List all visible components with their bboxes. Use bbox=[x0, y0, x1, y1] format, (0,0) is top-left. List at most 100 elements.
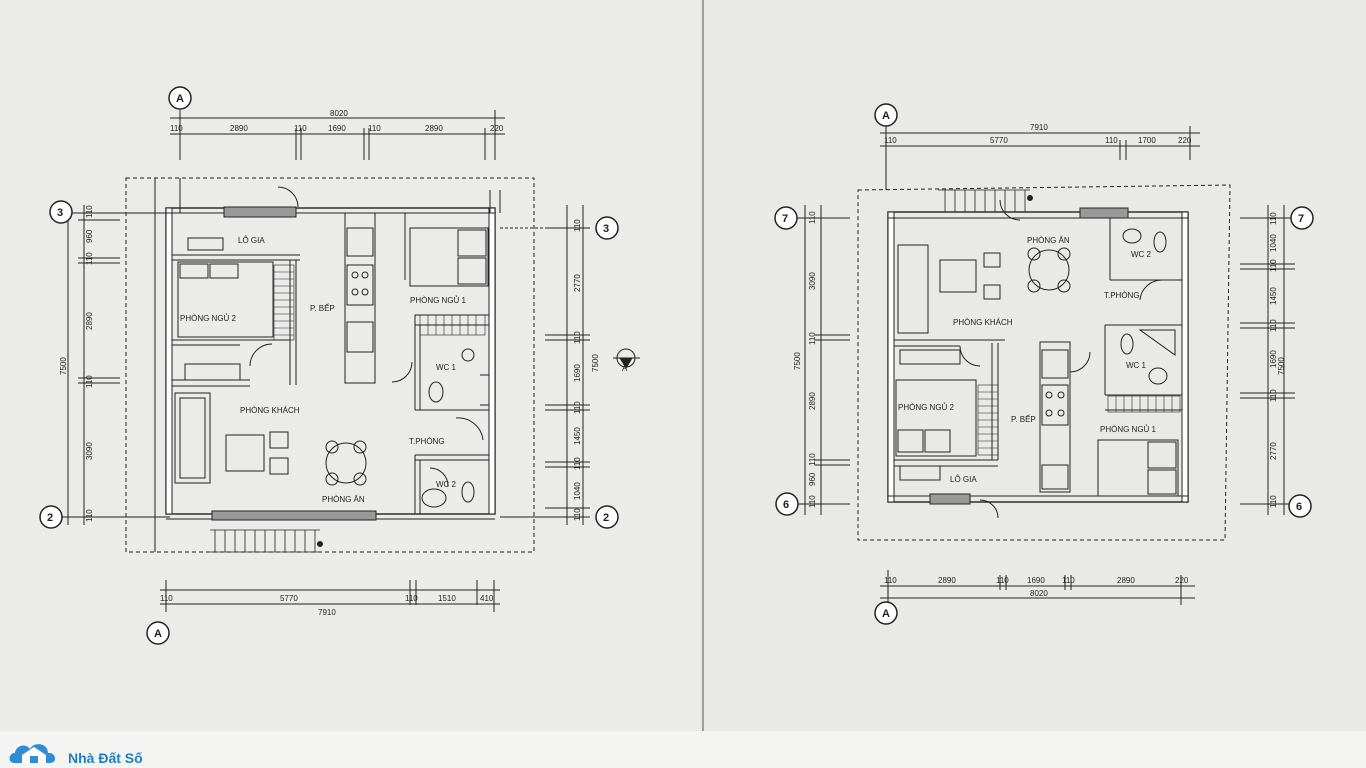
dim-r-top-1: 5770 bbox=[990, 136, 1008, 145]
dim-bottom-4: 410 bbox=[480, 594, 494, 603]
room-bedroom1-left: PHÒNG NGỦ 1 bbox=[410, 296, 467, 305]
room-logia-right: LÔ GIA bbox=[950, 475, 977, 484]
dim-r-left-0: 110 bbox=[808, 211, 817, 224]
dim-r-top-total: 7910 bbox=[1030, 123, 1048, 132]
right-axis-bubbles: A A 7 7 6 6 bbox=[774, 103, 1314, 625]
left-axis-bubbles: A A 3 3 2 2 A bbox=[39, 86, 628, 645]
dim-r-right-4: 110 bbox=[1269, 319, 1278, 332]
dim-r-left-1: 3090 bbox=[808, 272, 817, 290]
dim-right-3: 1690 bbox=[573, 364, 582, 382]
dim-r-left-2: 110 bbox=[808, 332, 817, 345]
dim-top-1: 2890 bbox=[230, 124, 248, 133]
section-mark-label: A bbox=[622, 364, 628, 373]
dim-r-top-3: 1700 bbox=[1138, 136, 1156, 145]
dim-r-right-2: 110 bbox=[1269, 259, 1278, 272]
axis-label-6-left: 6 bbox=[783, 499, 789, 511]
left-room-labels: LÔ GIA PHÒNG NGỦ 2 P. BẾP PHÒNG NGỦ 1 WC… bbox=[180, 236, 467, 504]
dim-bottom-2: 110 bbox=[405, 594, 418, 603]
dim-r-top-0: 110 bbox=[884, 136, 897, 145]
dim-right-4: 110 bbox=[573, 401, 582, 414]
dim-bottom-0: 110 bbox=[160, 594, 173, 603]
left-dimensions: 8020 110 2890 110 1690 110 2890 220 110 … bbox=[59, 109, 600, 617]
dim-r-right-7: 2770 bbox=[1269, 442, 1278, 460]
axis-label-a-bottom-right: A bbox=[882, 608, 890, 620]
room-logia-left: LÔ GIA bbox=[238, 236, 265, 245]
dim-r-left-6: 110 bbox=[808, 495, 817, 508]
room-wc2-right: WC 2 bbox=[1131, 250, 1152, 259]
dim-r-bottom-3: 1690 bbox=[1027, 576, 1045, 585]
dim-r-right-1: 1040 bbox=[1269, 234, 1278, 252]
dim-r-right-total: 7500 bbox=[1277, 357, 1286, 375]
axis-label-6-right: 6 bbox=[1296, 501, 1302, 513]
dim-left-6: 110 bbox=[85, 509, 94, 522]
right-floor-plan bbox=[796, 126, 1295, 610]
dim-bottom-1: 5770 bbox=[280, 594, 298, 603]
dim-r-left-total: 7500 bbox=[793, 352, 802, 370]
dim-top-2: 110 bbox=[294, 124, 307, 133]
dim-r-right-5: 1690 bbox=[1269, 350, 1278, 368]
dim-bottom-total: 7910 bbox=[318, 608, 336, 617]
room-kitchen-left: P. BẾP bbox=[310, 303, 335, 313]
dim-left-2: 110 bbox=[85, 252, 94, 265]
room-living-right: PHÒNG KHÁCH bbox=[953, 318, 1013, 327]
dim-top-3: 1690 bbox=[328, 124, 346, 133]
dim-r-right-0: 110 bbox=[1269, 212, 1278, 225]
dim-right-1: 2770 bbox=[573, 274, 582, 292]
room-hall-left: T.PHÒNG bbox=[409, 437, 445, 446]
room-bedroom2-right: PHÒNG NGỦ 2 bbox=[898, 403, 955, 412]
axis-label-a-bottom: A bbox=[154, 628, 162, 640]
dim-top-4: 110 bbox=[368, 124, 381, 133]
house-cloud-logo-icon bbox=[9, 744, 56, 763]
right-room-labels: PHÒNG ĂN WC 2 T.PHÒNG PHÒNG KHÁCH WC 1 P… bbox=[898, 236, 1157, 484]
dim-r-top-4: 220 bbox=[1178, 136, 1192, 145]
watermark-bar: Nhà Đất Số bbox=[0, 731, 1366, 768]
dim-left-4: 110 bbox=[85, 375, 94, 388]
dim-right-5: 1450 bbox=[573, 427, 582, 445]
dim-right-6: 110 bbox=[573, 457, 582, 470]
dim-r-bottom-4: 110 bbox=[1062, 576, 1075, 585]
axis-label-7-left: 7 bbox=[782, 213, 788, 225]
room-kitchen-right: P. BẾP bbox=[1011, 414, 1036, 424]
dim-r-bottom-2: 110 bbox=[996, 576, 1009, 585]
dim-r-bottom-0: 110 bbox=[884, 576, 897, 585]
room-wc2-left: WC 2 bbox=[436, 480, 457, 489]
dim-top-5: 2890 bbox=[425, 124, 443, 133]
room-bedroom1-right: PHÒNG NGỦ 1 bbox=[1100, 425, 1157, 434]
dim-left-5: 3090 bbox=[85, 442, 94, 460]
room-living-left: PHÒNG KHÁCH bbox=[240, 406, 300, 415]
dim-r-top-2: 110 bbox=[1105, 136, 1118, 145]
room-dining-right: PHÒNG ĂN bbox=[1027, 236, 1070, 245]
dim-left-3: 2890 bbox=[85, 312, 94, 330]
axis-label-3-left: 3 bbox=[57, 207, 63, 219]
dim-right-8: 110 bbox=[573, 508, 582, 521]
axis-label-a-top: A bbox=[176, 93, 184, 105]
floor-plans-drawing: A A 3 3 2 2 A 8020 110 2890 110 1690 110… bbox=[39, 0, 1314, 731]
room-dining-left: PHÒNG ĂN bbox=[322, 495, 365, 504]
left-floor-plan bbox=[62, 110, 640, 612]
dim-r-bottom-1: 2890 bbox=[938, 576, 956, 585]
axis-label-2-right: 2 bbox=[603, 512, 609, 524]
axis-label-2-left: 2 bbox=[47, 512, 53, 524]
dim-bottom-3: 1510 bbox=[438, 594, 456, 603]
dim-r-right-8: 110 bbox=[1269, 495, 1278, 508]
dim-r-left-4: 110 bbox=[808, 453, 817, 466]
dim-right-7: 1040 bbox=[573, 482, 582, 500]
dim-left-0: 110 bbox=[85, 205, 94, 218]
room-wc1-right: WC 1 bbox=[1126, 361, 1147, 370]
dim-r-right-6: 110 bbox=[1269, 389, 1278, 402]
dim-r-bottom-6: 220 bbox=[1175, 576, 1189, 585]
right-dimensions: 7910 110 5770 110 1700 220 110 2890 110 … bbox=[793, 123, 1286, 598]
axis-label-7-right: 7 bbox=[1298, 213, 1304, 225]
dim-right-0: 110 bbox=[573, 219, 582, 232]
room-bedroom2-left: PHÒNG NGỦ 2 bbox=[180, 314, 237, 323]
dim-left-1: 960 bbox=[85, 229, 94, 243]
dim-r-right-3: 1450 bbox=[1269, 287, 1278, 305]
dim-top-6: 220 bbox=[490, 124, 504, 133]
dim-top-0: 110 bbox=[170, 124, 183, 133]
room-hall-right: T.PHÒNG bbox=[1104, 291, 1140, 300]
dim-r-bottom-total: 8020 bbox=[1030, 589, 1048, 598]
dim-right-total: 7500 bbox=[591, 354, 600, 372]
dim-right-2: 110 bbox=[573, 331, 582, 344]
dim-r-left-5: 960 bbox=[808, 472, 817, 486]
